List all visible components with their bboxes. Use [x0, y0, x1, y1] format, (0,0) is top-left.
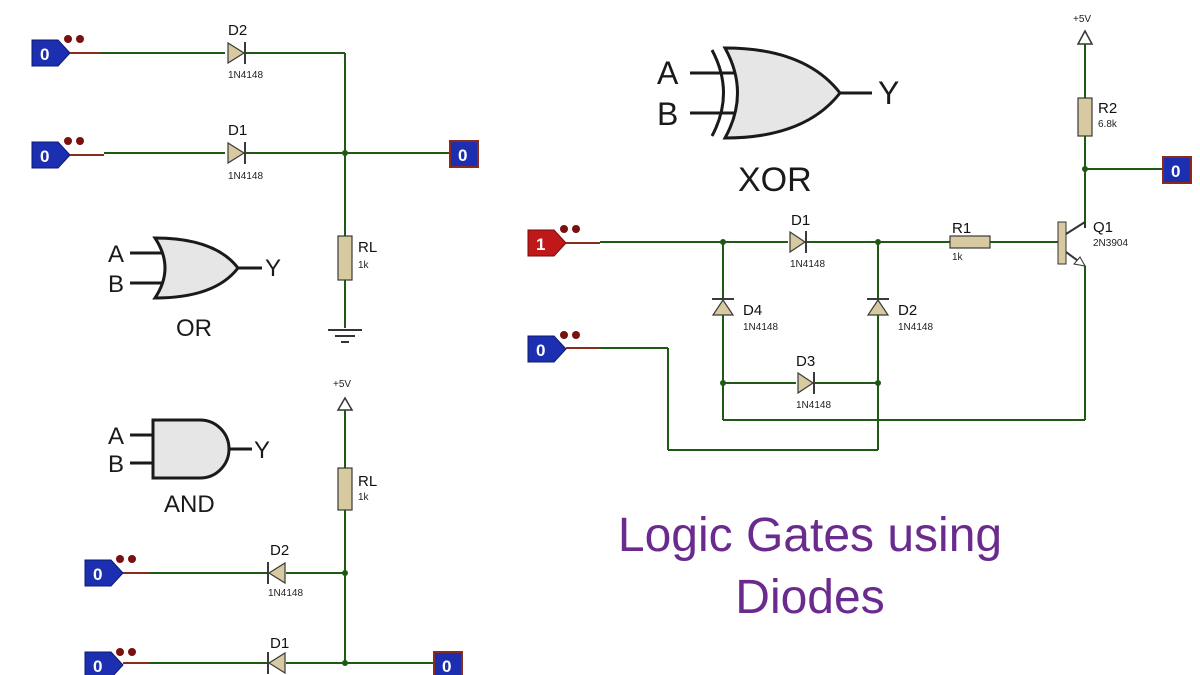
- xor-q1-label: Q1: [1093, 219, 1113, 236]
- xor-diode-d3[interactable]: [797, 371, 815, 395]
- or-input-pin-bottom[interactable]: 0: [31, 137, 84, 169]
- or-input-pin-top[interactable]: 0: [31, 35, 84, 67]
- xor-circuit: +5V R2 6.8k 0 1 D1 1N4148: [527, 14, 1192, 451]
- xor-input-pin-a[interactable]: 1: [527, 225, 580, 257]
- svg-text:A: A: [108, 423, 124, 450]
- xor-d4-label: D4: [743, 302, 762, 319]
- xor-d4-part: 1N4148: [743, 322, 778, 333]
- xor-d3-part: 1N4148: [796, 400, 831, 411]
- svg-text:0: 0: [93, 565, 102, 584]
- xor-output-pin[interactable]: 0: [1162, 156, 1192, 184]
- and-diode-d1[interactable]: [267, 651, 286, 675]
- svg-text:OR: OR: [176, 315, 212, 342]
- xor-d1-part: 1N4148: [790, 259, 825, 270]
- svg-text:0: 0: [458, 146, 467, 165]
- and-supply-label: +5V: [333, 379, 351, 390]
- xor-supply-label: +5V: [1073, 14, 1091, 25]
- and-output-pin[interactable]: 0: [433, 651, 463, 675]
- svg-text:B: B: [108, 451, 124, 478]
- svg-text:0: 0: [1171, 162, 1180, 181]
- title-line-1: Logic Gates using: [617, 509, 1003, 562]
- svg-text:0: 0: [536, 341, 545, 360]
- xor-input-pin-b[interactable]: 0: [527, 331, 580, 363]
- or-circuit: 0 D2 1N4148 0 D1 1N4148: [31, 22, 479, 343]
- or-rl-value: 1k: [358, 260, 370, 271]
- or-resistor-rl[interactable]: [337, 235, 353, 281]
- svg-text:0: 0: [93, 657, 102, 675]
- or-diode-d1[interactable]: [227, 141, 246, 165]
- xor-gate-symbol: A B Y XOR: [657, 46, 899, 199]
- svg-text:B: B: [657, 96, 678, 132]
- xor-q1-part: 2N3904: [1093, 238, 1128, 249]
- xor-d2-label: D2: [898, 302, 917, 319]
- title-line-2: Diodes: [735, 571, 885, 624]
- or-d1-label: D1: [228, 122, 247, 139]
- or-diode-d2[interactable]: [227, 41, 246, 65]
- and-d2-label: D2: [270, 542, 289, 559]
- or-rl-label: RL: [358, 239, 377, 256]
- svg-text:AND: AND: [164, 491, 215, 518]
- svg-text:Y: Y: [254, 437, 270, 464]
- ground-icon: [328, 329, 362, 343]
- svg-text:A: A: [108, 241, 124, 268]
- and-rl-label: RL: [358, 473, 377, 490]
- xor-r2-value: 6.8k: [1098, 119, 1118, 130]
- and-d1-label: D1: [270, 635, 289, 652]
- xor-d2-part: 1N4148: [898, 322, 933, 333]
- or-d2-label: D2: [228, 22, 247, 39]
- xor-r2-label: R2: [1098, 100, 1117, 117]
- or-d2-part: 1N4148: [228, 70, 263, 81]
- page-title: Logic Gates using Diodes: [560, 505, 1060, 629]
- svg-text:Y: Y: [265, 255, 281, 282]
- xor-diode-d1[interactable]: [789, 230, 807, 254]
- xor-d1-label: D1: [791, 212, 810, 229]
- and-d2-part: 1N4148: [268, 588, 303, 599]
- svg-text:Y: Y: [878, 75, 899, 111]
- xor-resistor-r1[interactable]: [949, 235, 991, 249]
- or-output-pin[interactable]: 0: [449, 140, 479, 168]
- xor-diode-d4[interactable]: [711, 298, 735, 316]
- and-diode-d2[interactable]: [267, 561, 286, 585]
- or-d1-part: 1N4148: [228, 171, 263, 182]
- xor-resistor-r2[interactable]: [1077, 97, 1093, 137]
- or-gate-symbol: A B Y OR: [108, 236, 281, 342]
- svg-text:0: 0: [40, 45, 49, 64]
- and-gate-symbol: A B Y AND: [108, 418, 270, 518]
- xor-d3-label: D3: [796, 353, 815, 370]
- svg-text:0: 0: [442, 657, 451, 675]
- and-input-pin-bottom[interactable]: 0: [84, 648, 136, 675]
- and-resistor-rl[interactable]: [337, 467, 353, 511]
- xor-transistor-q1[interactable]: [1057, 221, 1086, 267]
- xor-diode-d2[interactable]: [866, 298, 890, 316]
- svg-text:1: 1: [536, 235, 545, 254]
- supply-arrow-icon: [1076, 29, 1094, 45]
- svg-text:A: A: [657, 55, 679, 91]
- svg-text:XOR: XOR: [738, 161, 812, 199]
- and-input-pin-top[interactable]: 0: [84, 555, 136, 587]
- svg-text:B: B: [108, 271, 124, 298]
- xor-r1-label: R1: [952, 220, 971, 237]
- and-circuit: +5V RL 1k 0 D2 1N4148 0: [84, 379, 463, 675]
- and-rl-value: 1k: [358, 492, 370, 503]
- svg-text:0: 0: [40, 147, 49, 166]
- supply-arrow-icon: [336, 396, 354, 411]
- xor-r1-value: 1k: [952, 252, 964, 263]
